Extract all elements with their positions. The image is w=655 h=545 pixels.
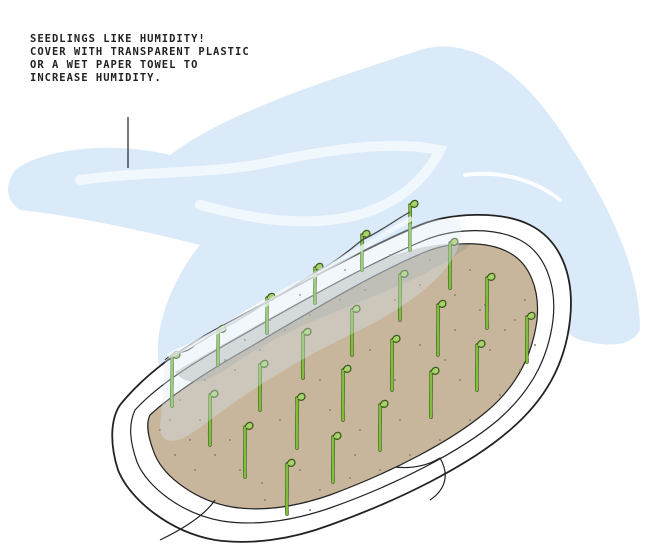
seedling-stem [438, 305, 439, 355]
soil-speck [499, 394, 501, 396]
soil-speck [504, 329, 506, 331]
soil-speck [299, 469, 301, 471]
soil-speck [369, 349, 371, 351]
soil-speck [399, 419, 401, 421]
soil-speck [519, 369, 521, 371]
soil-speck [534, 344, 536, 346]
soil-speck [409, 454, 411, 456]
soil-speck [189, 439, 191, 441]
soil-speck [454, 329, 456, 331]
soil-speck [454, 294, 456, 296]
seedling-stem [287, 464, 288, 514]
soil-speck [174, 454, 176, 456]
caption-line-4: INCREASE HUMIDITY. [30, 72, 290, 85]
soil-speck [394, 379, 396, 381]
soil-speck [229, 439, 231, 441]
soil-speck [359, 429, 361, 431]
soil-speck [194, 469, 196, 471]
soil-speck [261, 482, 263, 484]
soil-speck [379, 469, 381, 471]
soil-speck [514, 319, 516, 321]
soil-speck [439, 439, 441, 441]
seedling-stem [392, 340, 393, 390]
soil-speck [444, 359, 446, 361]
soil-speck [319, 379, 321, 381]
humidity-caption: SEEDLINGS LIKE HUMIDITY! COVER WITH TRAN… [30, 33, 290, 85]
seedling-stem [297, 398, 298, 448]
soil-speck [329, 409, 331, 411]
soil-speck [469, 419, 471, 421]
seedling-stem [333, 437, 334, 482]
soil-speck [354, 454, 356, 456]
caption-line-1: SEEDLINGS LIKE HUMIDITY! [30, 33, 290, 46]
seedling-stem [431, 372, 432, 417]
soil-speck [489, 349, 491, 351]
soil-speck [349, 477, 351, 479]
soil-speck [524, 299, 526, 301]
caption-line-2: COVER WITH TRANSPARENT PLASTIC [30, 46, 290, 59]
seedling-stem [527, 317, 528, 362]
soil-speck [319, 489, 321, 491]
seedling-stem [245, 427, 246, 477]
soil-speck [239, 469, 241, 471]
soil-speck [309, 509, 311, 511]
soil-speck [264, 499, 266, 501]
seedling-stem [380, 405, 381, 450]
soil-speck [419, 344, 421, 346]
soil-speck [469, 269, 471, 271]
soil-speck [479, 309, 481, 311]
seedling-stem [477, 345, 478, 390]
seedling-stem [343, 370, 344, 420]
soil-speck [459, 379, 461, 381]
caption-line-3: OR A WET PAPER TOWEL TO [30, 59, 290, 72]
soil-speck [279, 419, 281, 421]
soil-speck [214, 454, 216, 456]
seedling-stem [487, 278, 488, 328]
